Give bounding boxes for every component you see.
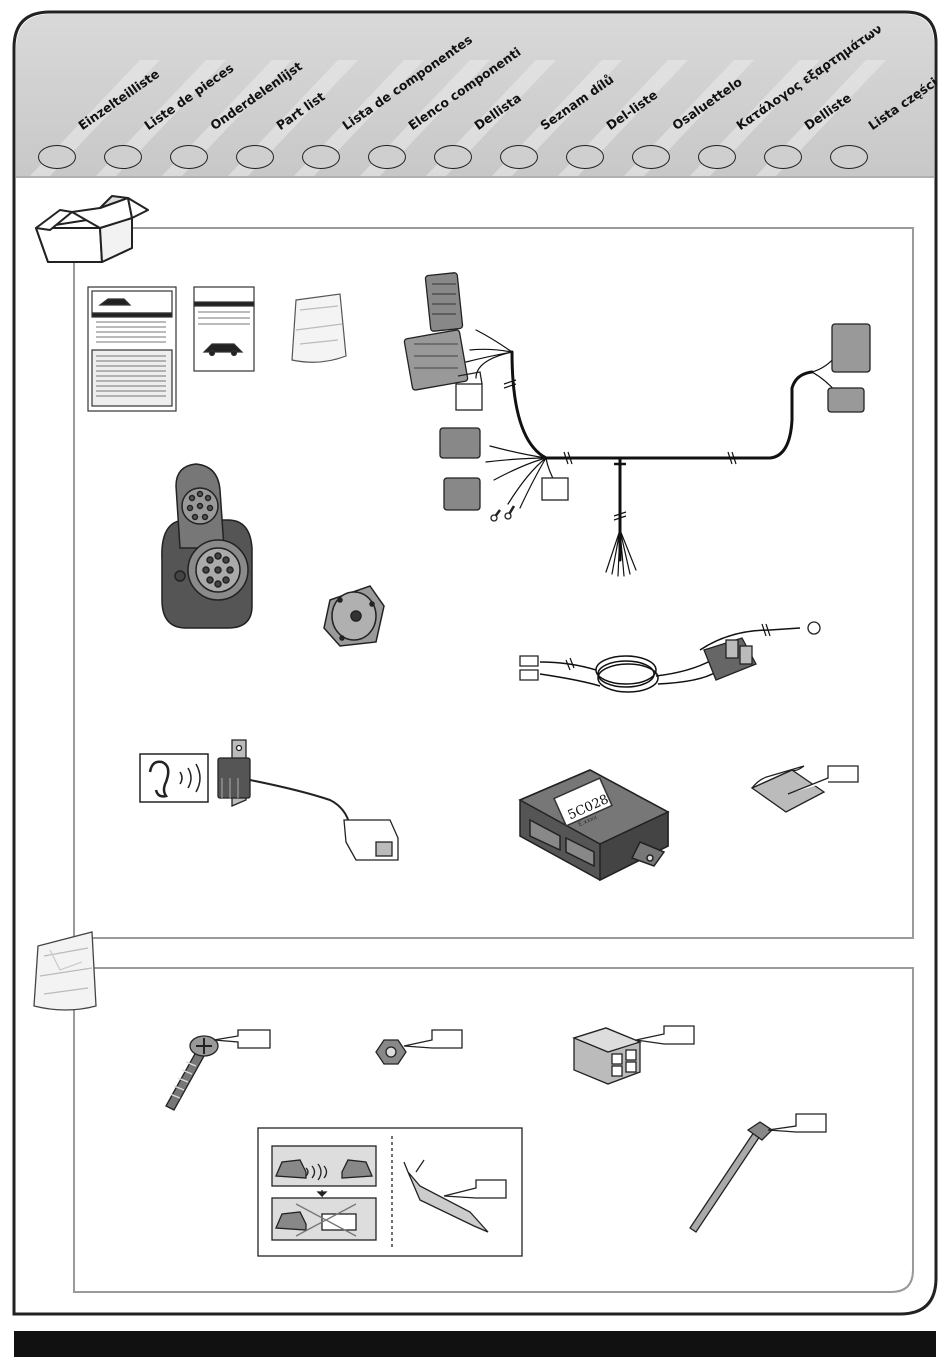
- language-marker-9: [566, 145, 604, 169]
- language-marker-4: [236, 145, 274, 169]
- language-marker-5: [302, 145, 340, 169]
- language-marker-7: [434, 145, 472, 169]
- footer-bar: [14, 1331, 936, 1357]
- language-marker-2: [104, 145, 142, 169]
- language-marker-13: [830, 145, 868, 169]
- language-marker-3: [170, 145, 208, 169]
- language-marker-10: [632, 145, 670, 169]
- info-box: [258, 1128, 522, 1256]
- language-marker-1: [38, 145, 76, 169]
- language-marker-12: [764, 145, 802, 169]
- instruction-sheet-1: [88, 287, 176, 411]
- language-marker-6: [368, 145, 406, 169]
- instruction-sheet-2: [194, 287, 254, 371]
- small-bag-icon: [292, 294, 346, 362]
- ear-sound-icon: [140, 754, 208, 802]
- language-marker-11: [698, 145, 736, 169]
- language-marker-8: [500, 145, 538, 169]
